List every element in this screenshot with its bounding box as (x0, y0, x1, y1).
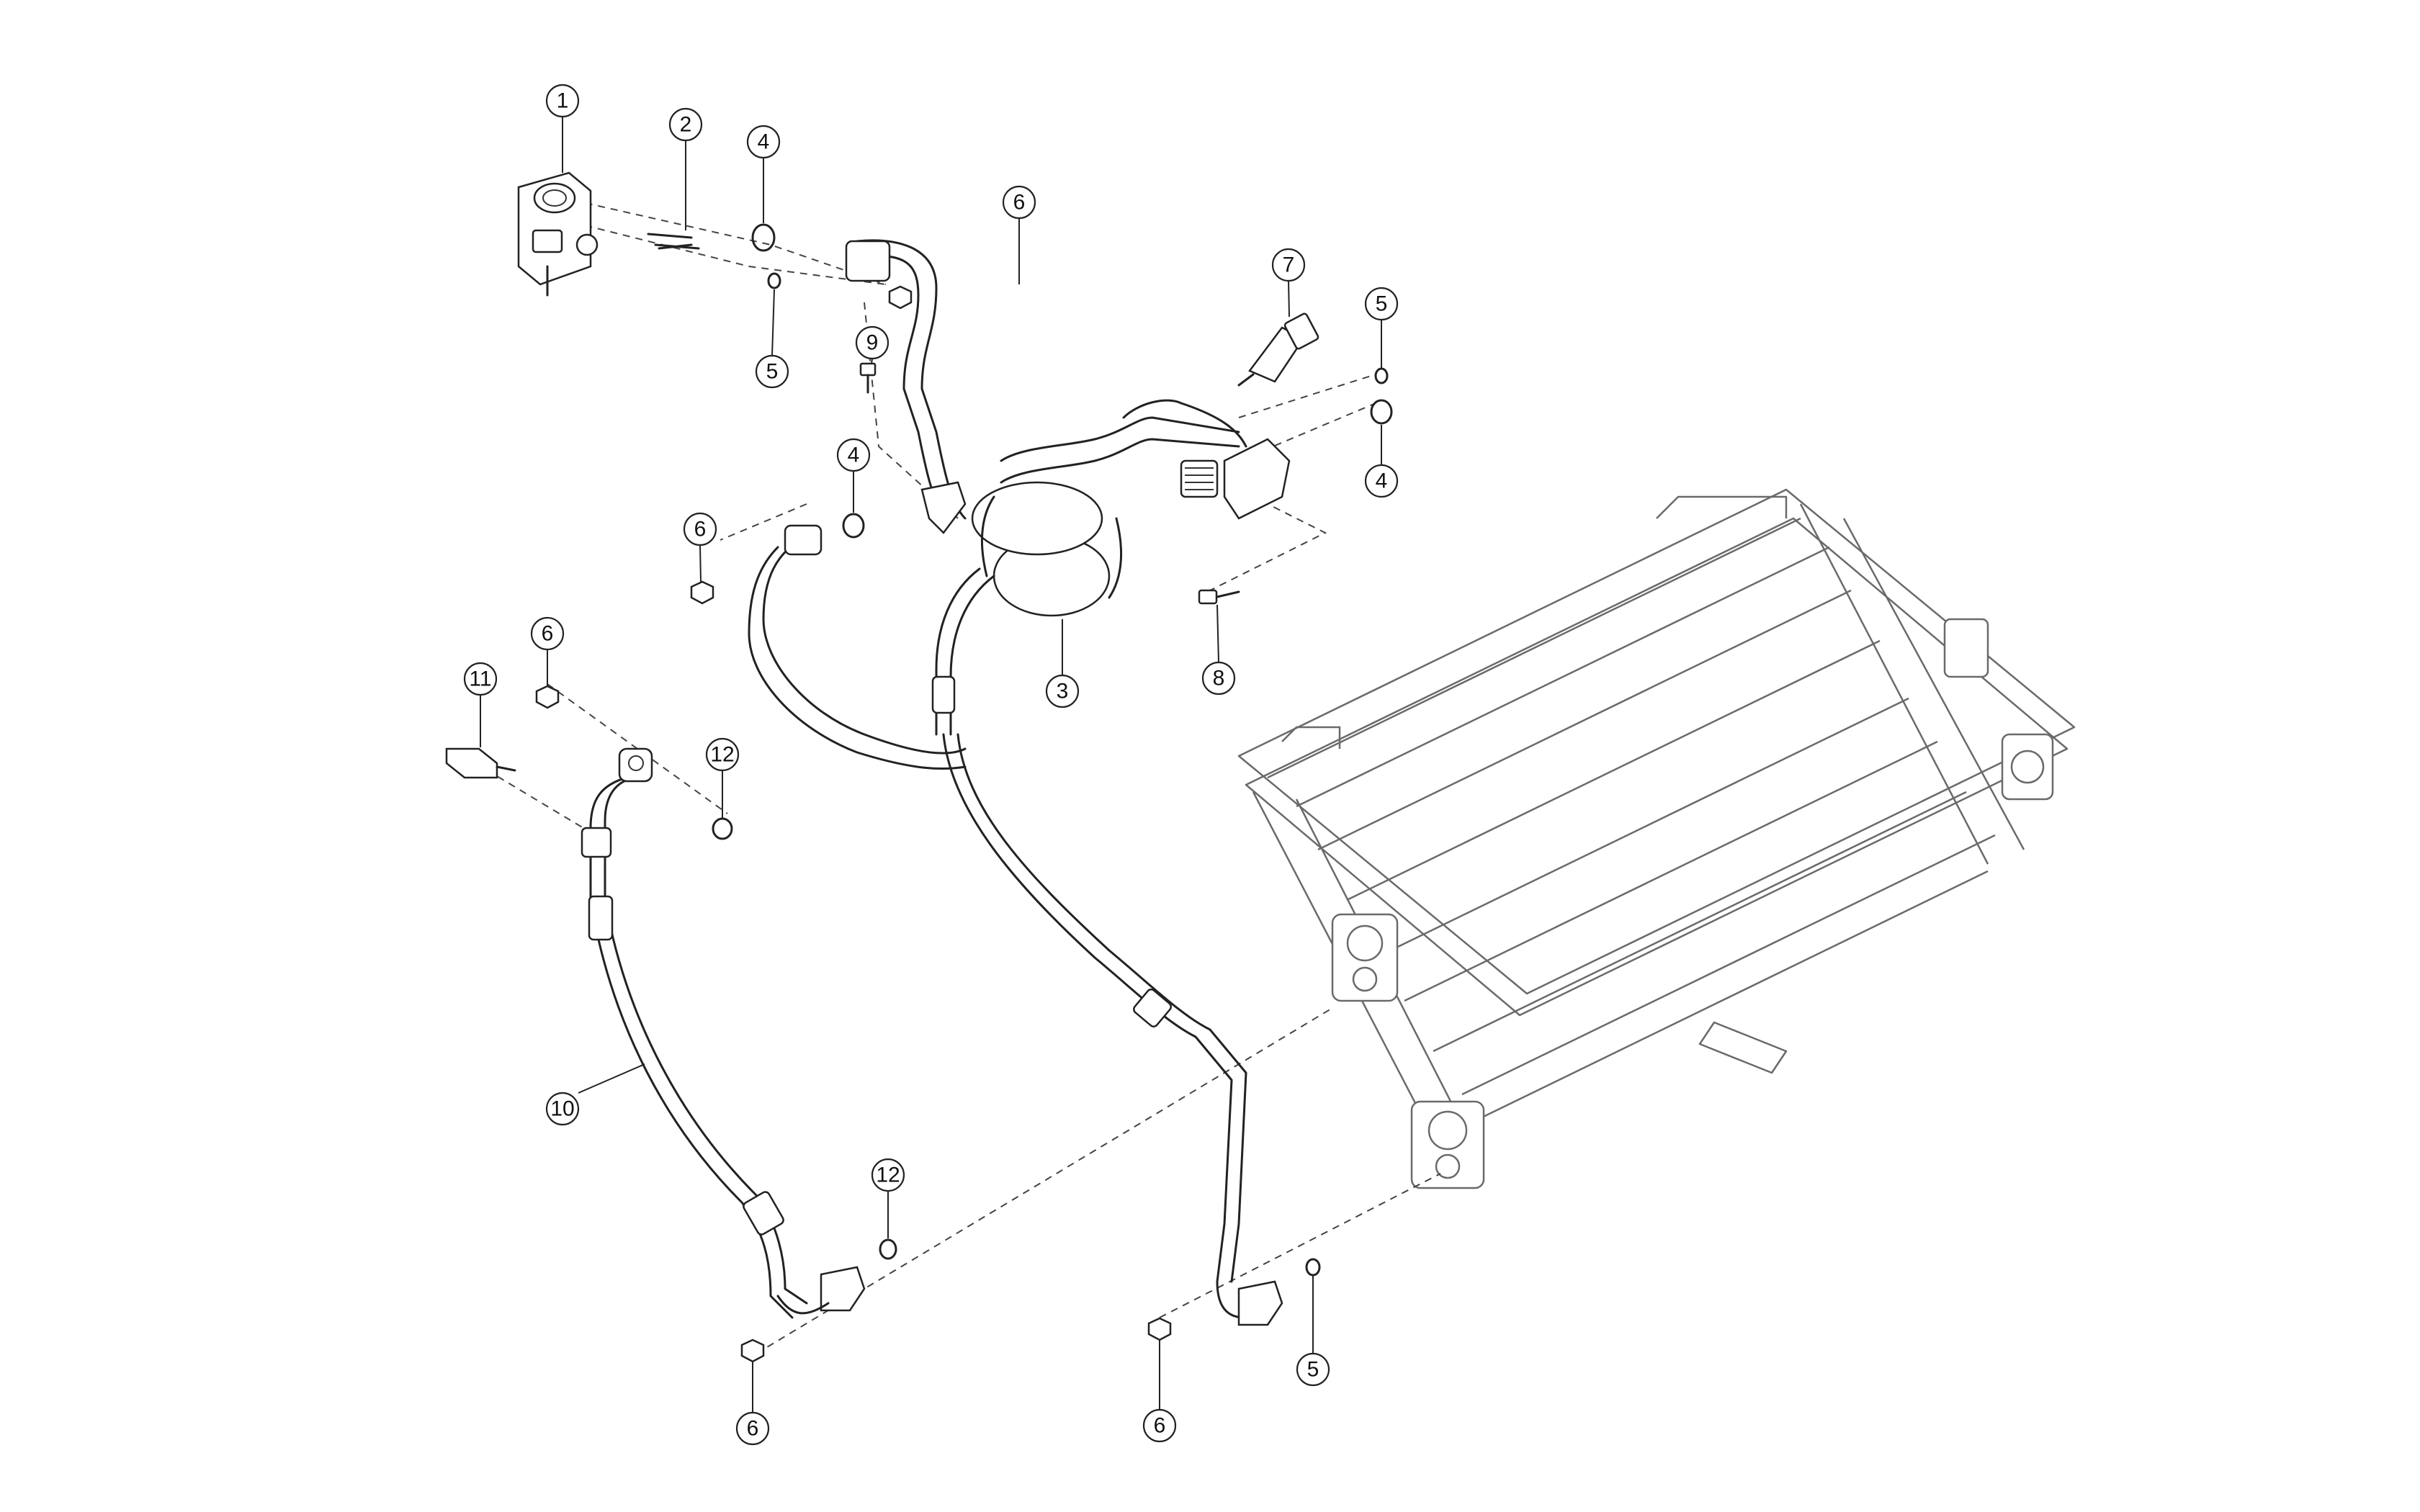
svg-text:6: 6 (542, 622, 554, 646)
svg-text:12: 12 (710, 743, 734, 767)
callout-9: 9 (855, 325, 889, 360)
svg-text:5: 5 (1307, 1358, 1319, 1382)
o-ring-4-upper (751, 223, 776, 252)
callouts: 1 2 4 6 5 9 7 5 4 4 6 3 8 6 11 12 10 12 … (463, 84, 1399, 1446)
callout-5: 5 (1364, 287, 1399, 321)
seal-5-right (1374, 367, 1389, 384)
expansion-valve (517, 171, 599, 297)
o-ring-12-lower (879, 1238, 897, 1260)
callout-12: 12 (871, 1158, 905, 1192)
svg-text:3: 3 (1057, 680, 1069, 703)
callout-8: 8 (1201, 661, 1236, 696)
svg-text:7: 7 (1283, 253, 1295, 277)
bolt-9 (859, 362, 877, 394)
callout-5: 5 (755, 354, 789, 389)
suction-pipe (748, 524, 967, 770)
svg-text:9: 9 (866, 331, 879, 355)
seal-5-upper (767, 272, 781, 289)
o-ring-4-middle (842, 513, 865, 539)
svg-text:10: 10 (550, 1097, 574, 1121)
svg-text:6: 6 (694, 518, 707, 541)
svg-text:4: 4 (848, 444, 860, 467)
svg-text:4: 4 (758, 130, 770, 154)
nuts (535, 285, 1172, 1363)
svg-text:5: 5 (1376, 292, 1388, 316)
bolt-8 (1198, 589, 1240, 605)
svg-text:6: 6 (1154, 1414, 1166, 1438)
callout-6: 6 (683, 512, 717, 546)
leader-lines (480, 117, 1382, 1413)
callout-5: 5 (1296, 1352, 1330, 1387)
svg-text:11: 11 (469, 667, 491, 691)
callout-10: 10 (545, 1092, 580, 1126)
svg-text:5: 5 (766, 360, 779, 384)
callout-4: 4 (746, 125, 781, 159)
callout-2: 2 (668, 107, 703, 142)
o-ring-4-right (1370, 399, 1393, 425)
callout-6: 6 (1002, 185, 1036, 220)
valve-bolts (647, 233, 700, 250)
svg-text:2: 2 (680, 113, 692, 137)
callout-4: 4 (1364, 464, 1399, 498)
pressure-sensor-7 (1237, 312, 1319, 387)
liquid-line (942, 733, 1283, 1326)
assembly-dash-lines (475, 194, 1441, 1354)
callout-3: 3 (1045, 674, 1080, 708)
svg-text:6: 6 (747, 1417, 759, 1441)
callout-6: 6 (735, 1411, 770, 1446)
svg-text:8: 8 (1213, 667, 1225, 690)
callout-1: 1 (545, 84, 580, 118)
callout-11: 11 (463, 662, 498, 696)
condenser-assembly (1237, 488, 2076, 1189)
svg-text:12: 12 (876, 1164, 900, 1187)
o-ring-12-upper (712, 817, 733, 840)
callout-7: 7 (1271, 248, 1306, 282)
callout-4: 4 (836, 438, 871, 472)
discharge-hose-10 (581, 747, 866, 1319)
callout-12: 12 (705, 737, 740, 772)
seal-5-lower (1305, 1258, 1321, 1277)
svg-text:4: 4 (1376, 469, 1388, 493)
svg-text:6: 6 (1013, 191, 1026, 215)
pipe-assembly-3 (845, 239, 1291, 736)
callout-6: 6 (530, 616, 565, 651)
callout-6: 6 (1142, 1408, 1177, 1443)
svg-text:1: 1 (557, 89, 569, 113)
sensor-11 (445, 747, 516, 779)
